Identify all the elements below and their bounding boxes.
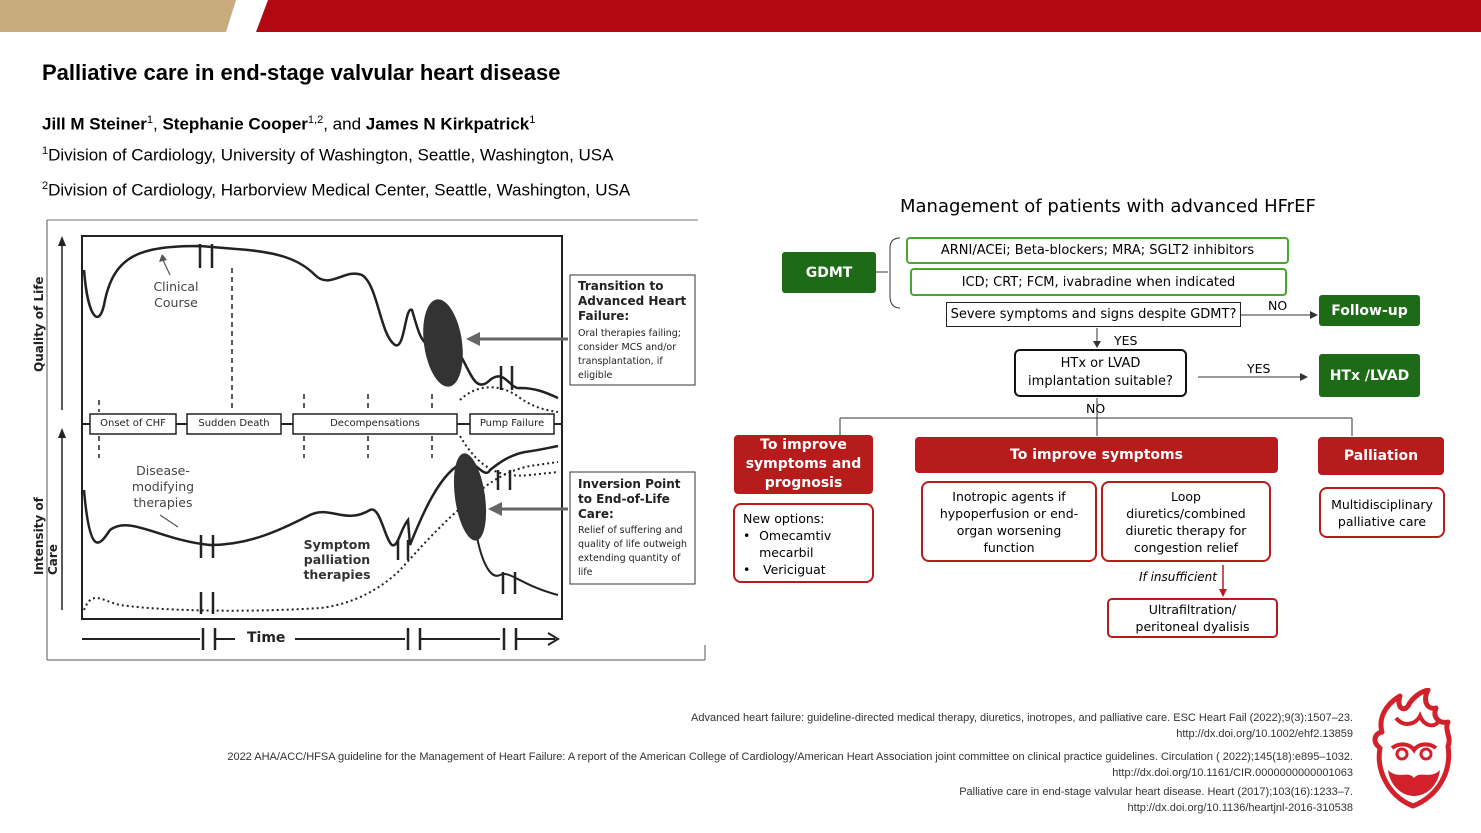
reference-1: Advanced heart failure: guideline-direct… [691,710,1353,742]
author-1-sup: 1 [146,114,153,126]
reference-2: 2022 AHA/ACC/HFSA guideline for the Mana… [83,749,1353,781]
follow-up-box: Follow-up [1319,295,1420,326]
new-options-box: New options: •Omecamtiv mecarbil •Verici… [733,503,874,583]
branch-palliation-title: Palliation [1318,437,1444,475]
author-2-sup: 1,2 [307,114,324,126]
question-severe-symptoms: Severe symptoms and signs despite GDMT? [946,302,1241,327]
gdmt-box: GDMT [782,252,876,293]
slide-title: Palliative care in end-stage valvular he… [42,60,561,85]
inotropic-agents-box: Inotropic agents if hypoperfusion or end… [921,481,1097,562]
author-2: Stephanie Cooper [162,114,308,134]
affiliation-2: 2Division of Cardiology, Harborview Medi… [42,180,630,201]
flame-mascot-logo-icon [1372,688,1452,809]
gdmt-item-pharmacological: ARNI/ACEi; Beta-blockers; MRA; SGLT2 inh… [906,237,1289,264]
affiliation-1-text: Division of Cardiology, University of Wa… [48,145,614,165]
option-2-text: Vericiguat [763,562,826,577]
symptom-palliation-label: Symptom palliation therapies [303,537,371,582]
affiliation-1: 1Division of Cardiology, University of W… [42,145,613,166]
if-insufficient-label: If insufficient [1139,570,1217,584]
option-1-text: Omecamtiv mecarbil [759,528,832,560]
clinical-course-label: Clinical Course [153,279,199,310]
heart-failure-trajectory-figure [46,219,706,661]
flowchart-connectors [839,237,1353,597]
no-label-1: NO [1268,298,1288,313]
no-label-2: NO [1086,401,1106,416]
reference-1-doi: http://dx.doi.org/10.1002/ehf2.13859 [1176,728,1353,740]
transition-box-body: Oral therapies failing; consider MCS and… [578,328,682,381]
option-1: •Omecamtiv mecarbil [743,527,864,561]
reference-1-citation: Advanced heart failure: guideline-direct… [691,712,1353,724]
author-1: Jill M Steiner [42,114,147,134]
gdmt-item-devices: ICD; CRT; FCM, ivabradine when indicated [910,268,1287,296]
author-3-sup: 1 [529,114,536,126]
x-axis-label-time: Time [247,630,286,646]
branch-symptoms-prognosis-title: To improve symptoms and prognosis [734,435,873,494]
reference-3-doi: http://dx.doi.org/10.1136/heartjnl-2016-… [1127,802,1353,814]
inversion-box-title: Inversion Point to End-of-Life Care: [578,477,681,521]
timeline-pump-failure: Pump Failure [479,418,545,429]
timeline-onset-of-chf: Onset of CHF [100,418,166,429]
new-options-label: New options: [743,511,825,526]
affiliation-2-text: Division of Cardiology, Harborview Medic… [48,180,631,200]
timeline-sudden-death: Sudden Death [198,418,270,429]
reference-2-doi: http://dx.doi.org/10.1161/CIR.0000000000… [1112,767,1353,779]
reference-3: Palliative care in end-stage valvular he… [959,784,1353,816]
inversion-box-body: Relief of suffering and quality of life … [578,525,688,578]
affiliation-1-sup: 1 [42,145,49,157]
author-sep: , [153,114,163,134]
yes-label-2: YES [1247,361,1271,376]
option-2: •Vericiguat [743,562,826,577]
header-red-bar [256,0,1481,32]
author-line: Jill M Steiner1, Stephanie Cooper1,2, an… [42,114,535,135]
transition-box-title: Transition to Advanced Heart Failure: [578,279,687,323]
author-and: , and [323,114,366,134]
reference-2-citation: 2022 AHA/ACC/HFSA guideline for the Mana… [227,751,1353,763]
affiliation-2-sup: 2 [42,180,49,192]
branch-symptoms-title: To improve symptoms [915,437,1278,473]
loop-diuretics-box: Loop diuretics/combined diuretic therapy… [1101,481,1271,562]
disease-modifying-label: Disease-modifying therapies [131,463,195,510]
multidisciplinary-care-box: Multidisciplinary palliative care [1319,487,1445,538]
htx-lvad-box: HTx /LVAD [1319,354,1420,397]
header-gold-bar [0,0,236,32]
timeline-decompensations: Decompensations [330,418,420,429]
flowchart-title: Management of patients with advanced HFr… [900,196,1316,217]
reference-3-citation: Palliative care in end-stage valvular he… [959,786,1353,798]
yes-label-1: YES [1114,333,1138,348]
question-htx-lvad: HTx or LVAD implantation suitable? [1014,349,1187,397]
author-3: James N Kirkpatrick [365,114,530,134]
ultrafiltration-box: Ultrafiltration/ peritoneal dyalisis [1107,598,1278,638]
